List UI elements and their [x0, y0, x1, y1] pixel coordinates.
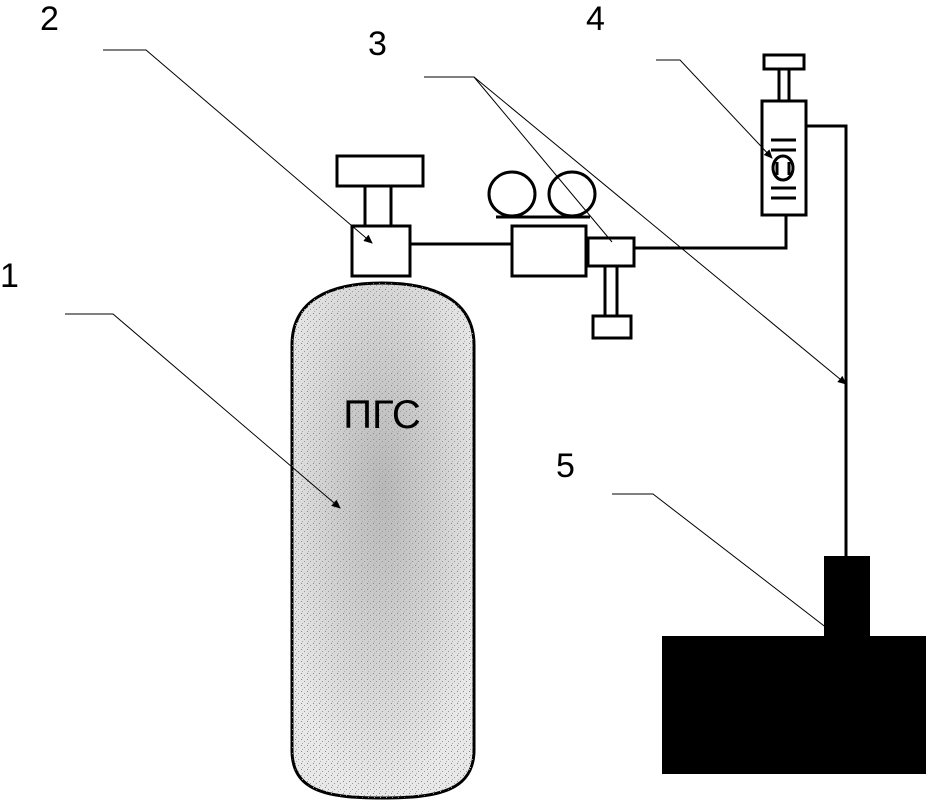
cylinder-label: ПГС	[343, 393, 421, 437]
pressure-gauge-left	[487, 170, 537, 218]
label-instrument: 5	[556, 447, 575, 485]
pipe-flowmeter-to-instrument	[806, 124, 848, 558]
label-flowmeter: 4	[586, 0, 605, 38]
leader-lines	[65, 49, 847, 633]
pipe-regulator-to-flowmeter	[634, 215, 788, 250]
flowmeter	[760, 53, 808, 217]
cylinder-valve	[335, 154, 425, 278]
gas-cylinder: ПГС	[290, 281, 476, 800]
label-regulator: 3	[368, 25, 387, 63]
pressure-regulator	[487, 170, 636, 340]
gas-analyzer-instrument	[662, 556, 926, 774]
label-valve: 2	[40, 0, 59, 38]
label-cylinder: 1	[0, 257, 19, 295]
